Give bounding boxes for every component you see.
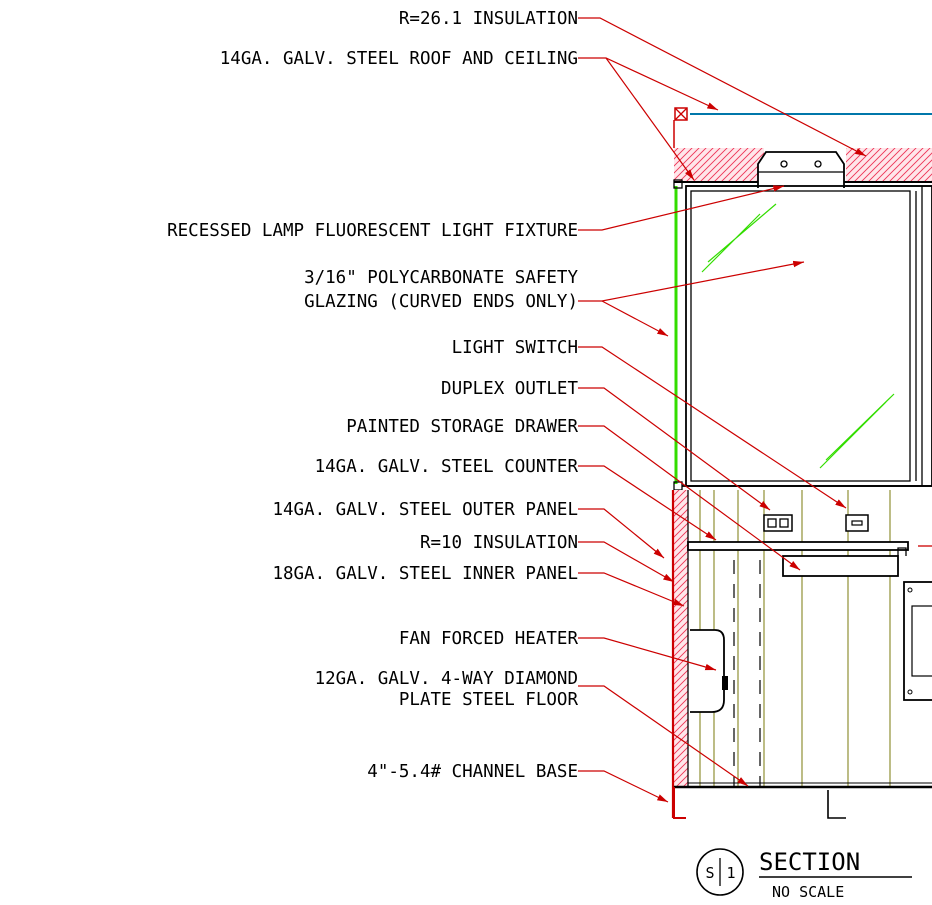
corner-marker-x [674, 107, 688, 121]
section-scale: NO SCALE [772, 883, 844, 901]
label-roof-ceiling: 14GA. GALV. STEEL ROOF AND CEILING [220, 49, 578, 69]
studs [699, 490, 891, 786]
label-channel-base: 4"-5.4# CHANNEL BASE [367, 762, 578, 782]
channel-base [673, 787, 686, 819]
roof-insulation-hatch-right [846, 148, 932, 182]
glass-reflection-top [701, 203, 777, 273]
label-glazing-2: GLAZING (CURVED ENDS ONLY) [304, 292, 578, 312]
light-fixture [757, 151, 845, 188]
label-floor-2: PLATE STEEL FLOOR [399, 690, 579, 710]
dashed-studs [733, 560, 761, 786]
label-floor-1: 12GA. GALV. 4-WAY DIAMOND [315, 669, 578, 689]
drawer-hook [897, 547, 907, 556]
label-light-switch: LIGHT SWITCH [452, 338, 578, 358]
duplex-outlet [763, 514, 793, 532]
section-title: SECTION [759, 848, 860, 876]
label-glazing-1: 3/16" POLYCARBONATE SAFETY [304, 268, 578, 288]
label-roof-insulation: R=26.1 INSULATION [399, 9, 578, 29]
label-heater: FAN FORCED HEATER [399, 629, 579, 649]
counter [687, 541, 909, 551]
label-outer-panel: 14GA. GALV. STEEL OUTER PANEL [272, 500, 578, 520]
equipment-box [903, 581, 932, 701]
light-switch [845, 514, 869, 532]
roof-insulation-hatch [674, 148, 764, 182]
glass-reflection-bottom [819, 393, 895, 469]
section-symbol-left: S [705, 864, 714, 882]
storage-drawer [782, 555, 899, 577]
label-duplex-outlet: DUPLEX OUTLET [441, 379, 578, 399]
floor-joist [827, 790, 846, 819]
label-counter: 14GA. GALV. STEEL COUNTER [315, 457, 579, 477]
label-storage-drawer: PAINTED STORAGE DRAWER [346, 417, 578, 437]
bracket-top [673, 179, 683, 189]
fan-heater [690, 629, 728, 713]
label-inner-panel: 18GA. GALV. STEEL INNER PANEL [272, 564, 578, 584]
title-block: S 1 SECTION NO SCALE [696, 848, 912, 901]
section-symbol-right: 1 [726, 864, 735, 882]
section-symbol [696, 848, 744, 896]
corner-marker [674, 107, 688, 121]
leader-lines [578, 17, 867, 803]
label-wall-insulation: R=10 INSULATION [420, 533, 578, 553]
structure [671, 107, 932, 819]
window-pane [690, 190, 911, 482]
wall-insulation-hatch [674, 490, 688, 786]
window-frame-outer [685, 185, 932, 487]
label-light-fixture: RECESSED LAMP FLUORESCENT LIGHT FIXTURE [167, 221, 578, 241]
callout-labels: R=26.1 INSULATION 14GA. GALV. STEEL ROOF… [167, 9, 578, 782]
